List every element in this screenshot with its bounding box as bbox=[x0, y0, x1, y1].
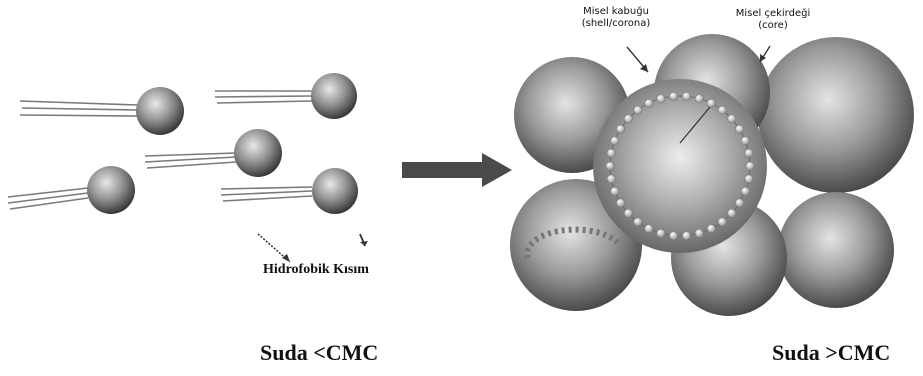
hydrophilic-head bbox=[136, 87, 184, 135]
shell-label-line1: Misel kabuğu bbox=[556, 6, 676, 18]
head-group-bead bbox=[611, 187, 619, 195]
head-group-bead bbox=[645, 99, 653, 107]
head-group-bead bbox=[695, 95, 703, 103]
head-group-bead bbox=[607, 149, 615, 157]
head-group-bead bbox=[669, 232, 677, 240]
head-group-bead bbox=[611, 137, 619, 145]
head-pointer-arrow bbox=[360, 234, 368, 246]
head-group-bead bbox=[634, 218, 642, 226]
head-group-bead bbox=[606, 162, 614, 170]
shell-pointer-arrow bbox=[627, 47, 648, 72]
hydrophilic-head bbox=[312, 168, 358, 214]
head-group-bead bbox=[669, 92, 677, 100]
tail-pointer-arrow bbox=[258, 234, 290, 262]
head-group-bead bbox=[707, 99, 715, 107]
head-group-bead bbox=[728, 209, 736, 217]
head-group-bead bbox=[735, 125, 743, 133]
micelle-sphere bbox=[778, 192, 894, 308]
head-group-bead bbox=[607, 175, 615, 183]
head-group-bead bbox=[745, 175, 753, 183]
hydrophobic-label: Hidrofobik Kısım bbox=[263, 262, 369, 278]
head-group-bead bbox=[741, 137, 749, 145]
core-label: Misel çekirdeği (core) bbox=[718, 8, 828, 32]
head-group-bead bbox=[746, 162, 754, 170]
central-micelle bbox=[593, 79, 767, 253]
hydrophilic-head bbox=[311, 73, 357, 119]
head-group-bead bbox=[735, 199, 743, 207]
core-label-line2: (core) bbox=[718, 20, 828, 32]
micelle-cluster bbox=[510, 34, 914, 316]
head-group-bead bbox=[657, 95, 665, 103]
head-group-bead bbox=[707, 225, 715, 233]
head-group-bead bbox=[718, 218, 726, 226]
head-group-bead bbox=[616, 199, 624, 207]
hydrophilic-head bbox=[234, 129, 282, 177]
head-group-bead bbox=[728, 115, 736, 123]
core-label-line1: Misel çekirdeği bbox=[718, 8, 828, 20]
caption-above-cmc: Suda >CMC bbox=[772, 340, 890, 366]
head-group-bead bbox=[682, 232, 690, 240]
head-group-bead bbox=[657, 229, 665, 237]
shell-label-line2: (shell/corona) bbox=[556, 18, 676, 30]
head-group-bead bbox=[645, 225, 653, 233]
transition-arrow bbox=[402, 153, 512, 187]
caption-below-cmc: Suda <CMC bbox=[260, 340, 378, 366]
core-pointer-arrow bbox=[760, 46, 770, 62]
head-group-bead bbox=[718, 106, 726, 114]
head-group-bead bbox=[745, 149, 753, 157]
head-group-bead bbox=[695, 229, 703, 237]
head-group-bead bbox=[624, 115, 632, 123]
head-group-bead bbox=[741, 187, 749, 195]
head-group-bead bbox=[634, 106, 642, 114]
surfactant-molecules bbox=[8, 73, 368, 262]
micelle-sphere bbox=[758, 37, 914, 193]
shell-label: Misel kabuğu (shell/corona) bbox=[556, 6, 676, 30]
hydrophilic-head bbox=[87, 166, 135, 214]
head-group-bead bbox=[682, 92, 690, 100]
head-group-bead bbox=[624, 209, 632, 217]
head-group-bead bbox=[616, 125, 624, 133]
